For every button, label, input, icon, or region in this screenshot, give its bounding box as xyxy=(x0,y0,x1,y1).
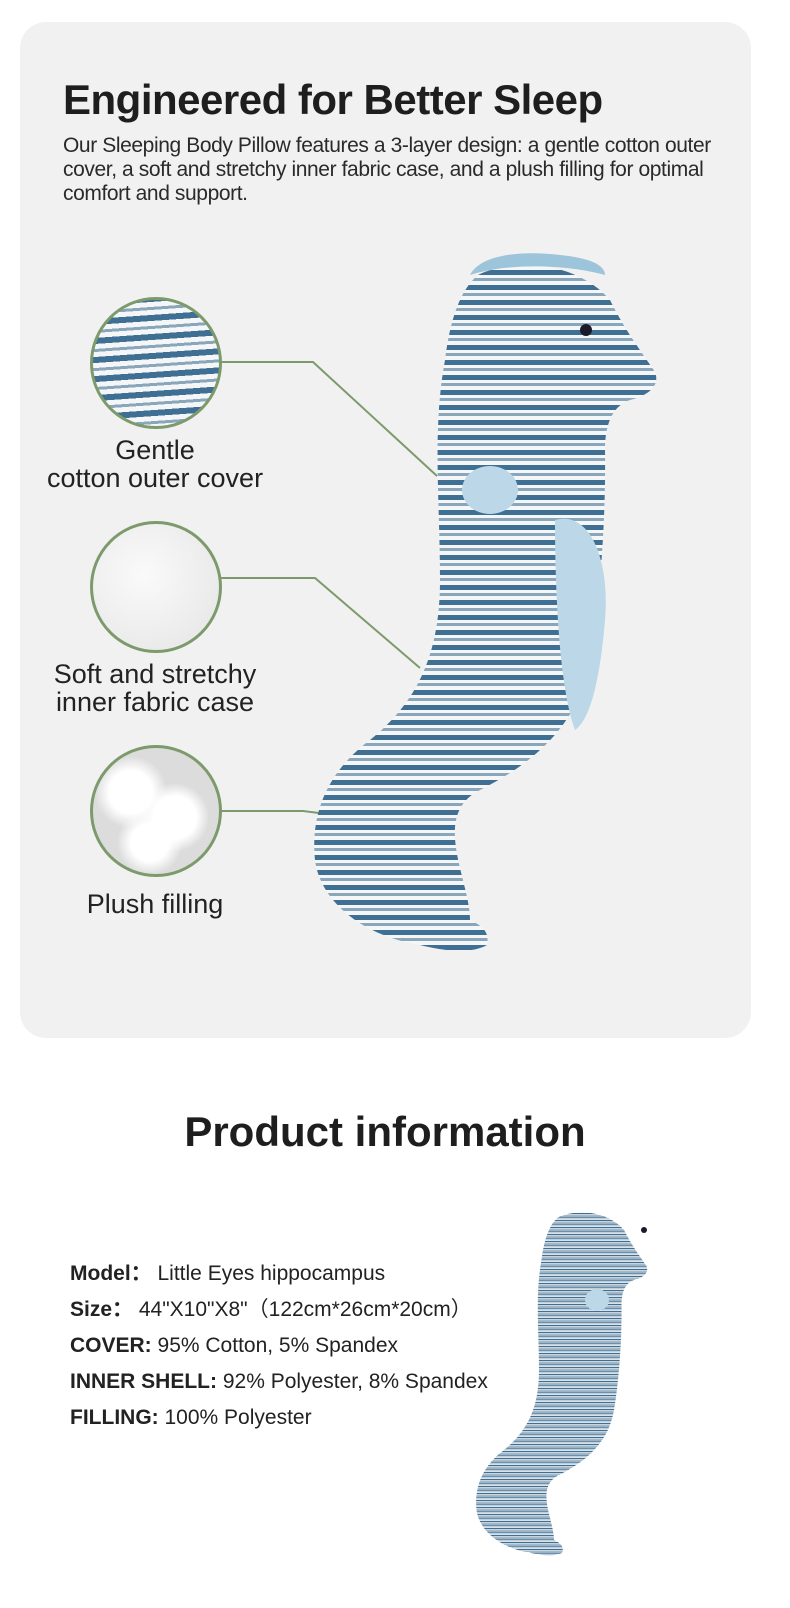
product-info-list: Model： Little Eyes hippocampus Size： 44"… xyxy=(70,1256,488,1436)
cotton-filling-icon xyxy=(90,745,222,877)
layer-label-filling: Plush filling xyxy=(86,889,224,919)
layer-label-inner-case: Soft and stretchy inner fabric case xyxy=(53,659,257,717)
features-description: Our Sleeping Body Pillow features a 3-la… xyxy=(63,134,711,205)
striped-fabric-icon xyxy=(90,297,222,429)
info-row-size: Size： 44"X10"X8"（122cm*26cm*20cm） xyxy=(70,1298,472,1321)
info-row-model: Model： Little Eyes hippocampus xyxy=(70,1262,386,1285)
features-title: Engineered for Better Sleep xyxy=(63,76,603,123)
white-fabric-icon xyxy=(90,521,222,653)
info-row-cover: COVER: 95% Cotton, 5% Spandex xyxy=(70,1334,399,1357)
layer-label-outer-cover: Gentle cotton outer cover xyxy=(46,435,264,493)
info-row-inner-shell: INNER SHELL: 92% Polyester, 8% Spandex xyxy=(70,1370,488,1393)
product-info-title: Product information xyxy=(184,1108,586,1155)
info-row-filling: FILLING: 100% Polyester xyxy=(70,1406,312,1429)
